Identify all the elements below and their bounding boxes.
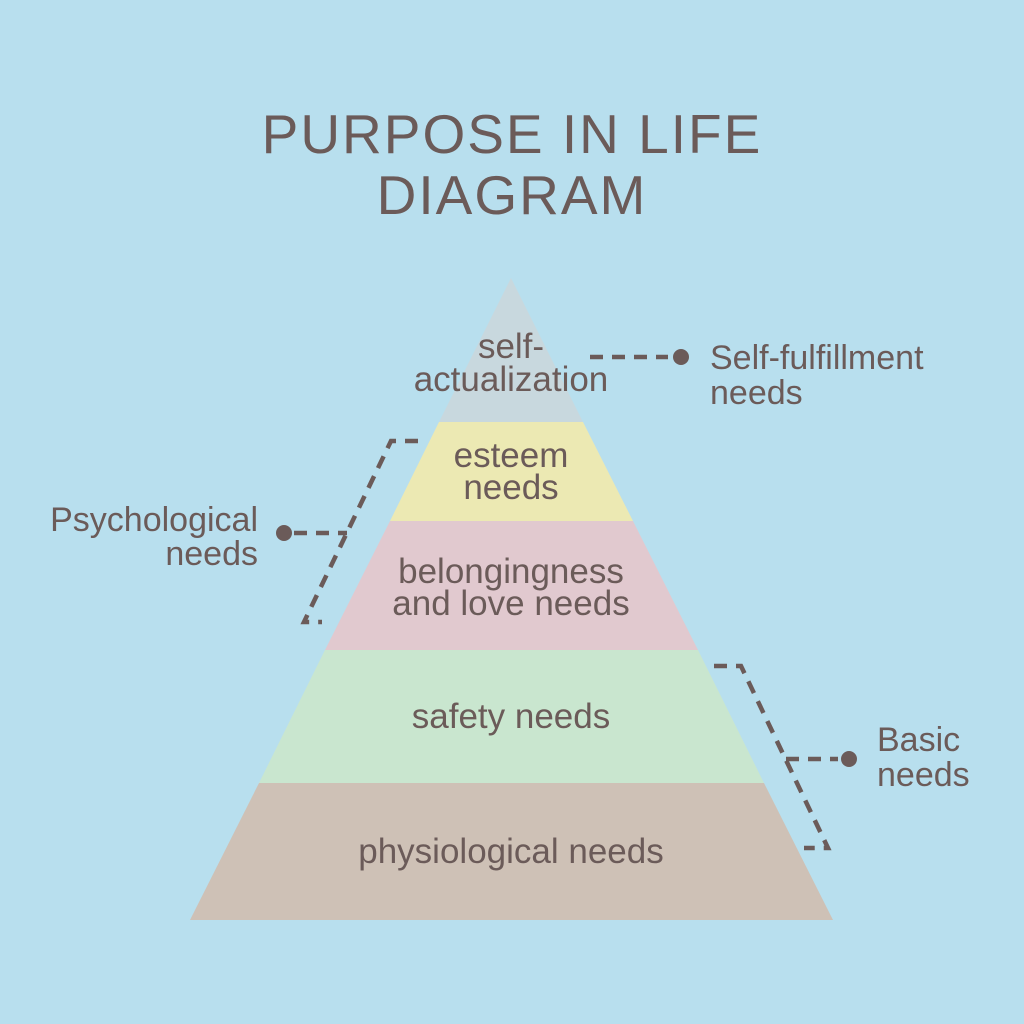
annotation-lines — [276, 349, 857, 851]
self-fulfillment-label-line-1: Self-fulfillment — [710, 339, 924, 377]
basic-label-line-1: Basic — [877, 721, 960, 759]
label-esteem-line-1: esteem — [454, 436, 569, 475]
band-belongingness — [325, 521, 698, 650]
self-fulfillment-dot — [673, 349, 689, 365]
band-self-actualization — [439, 278, 583, 422]
band-physiological — [190, 783, 833, 920]
psychological-dot — [276, 525, 292, 541]
label-esteem-line-2: needs — [463, 468, 558, 507]
psychological-label-line-2: needs — [165, 535, 258, 573]
label-safety: safety needs — [412, 697, 610, 736]
page-title-line-2: DIAGRAM — [376, 164, 648, 226]
label-self-actualization-line-1: self- — [478, 327, 544, 366]
self-fulfillment-label-line-2: needs — [710, 374, 803, 412]
label-physiological: physiological needs — [358, 832, 663, 871]
label-belongingness-line-1: belongingness — [398, 552, 624, 591]
band-esteem — [390, 422, 633, 521]
page-title-line-1: PURPOSE IN LIFE — [261, 103, 763, 165]
annotation-labels: Self-fulfillment needs Psychological nee… — [50, 339, 970, 794]
basic-label-line-2: needs — [877, 756, 970, 794]
band-safety — [259, 650, 764, 783]
psychological-label-line-1: Psychological — [50, 501, 258, 539]
page-title: PURPOSE IN LIFE DIAGRAM — [0, 104, 1024, 226]
label-belongingness-line-2: and love needs — [392, 584, 629, 623]
pyramid — [190, 278, 833, 920]
label-self-actualization-line-2: actualization — [414, 360, 609, 399]
basic-dot — [841, 751, 857, 767]
pyramid-labels: self- actualization esteem needs belongi… — [358, 327, 663, 871]
